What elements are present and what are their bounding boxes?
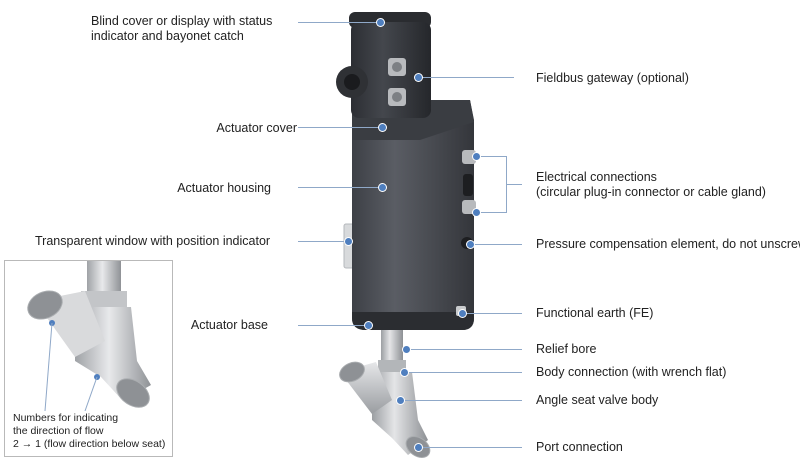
inset-caption: Numbers for indicating the direction of … — [13, 412, 166, 450]
label-body-connection: Body connection (with wrench flat) — [536, 365, 727, 379]
label-actuator-housing: Actuator housing — [177, 181, 271, 195]
marker-pressure — [466, 240, 474, 248]
leader-line-fe — [462, 313, 522, 314]
marker-blind-cover — [376, 18, 384, 26]
leader-line-actuator-housing — [298, 187, 382, 188]
label-functional-earth: Functional earth (FE) — [536, 306, 654, 320]
label-pressure-compensation: Pressure compensation element, do not un… — [536, 237, 800, 251]
leader-line-pressure — [470, 244, 522, 245]
label-fieldbus-gateway: Fieldbus gateway (optional) — [536, 71, 689, 85]
leader-line-actuator-cover — [298, 127, 382, 128]
marker-elec-2 — [472, 208, 480, 216]
actuator-housing — [352, 100, 474, 330]
marker-actuator-housing — [378, 183, 386, 191]
marker-actuator-cover — [378, 123, 386, 131]
marker-relief-bore — [402, 345, 410, 353]
label-angle-seat-valve-body: Angle seat valve body — [536, 393, 659, 407]
marker-body-connection — [400, 368, 408, 376]
marker-actuator-base — [364, 321, 372, 329]
label-port-connection: Port connection — [536, 440, 623, 454]
marker-transparent-window — [344, 237, 352, 245]
label-transparent-window: Transparent window with position indicat… — [35, 234, 271, 248]
label-actuator-cover: Actuator cover — [216, 121, 297, 135]
leader-line-body-connection — [404, 372, 522, 373]
marker-valve-body — [396, 396, 404, 404]
marker-elec-1 — [472, 152, 480, 160]
leader-line-blind-cover — [298, 22, 380, 23]
inset-valve-closeup — [27, 261, 151, 412]
leader-line-valve-body — [400, 400, 522, 401]
leader-line-actuator-base — [298, 325, 368, 326]
marker-fe — [458, 309, 466, 317]
label-electrical-connections: Electrical connections (circular plug-in… — [536, 170, 766, 199]
leader-line-fieldbus — [418, 77, 514, 78]
flow-direction-inset: Numbers for indicating the direction of … — [4, 260, 173, 457]
leader-line-elec-main — [506, 184, 522, 185]
label-actuator-base: Actuator base — [190, 318, 268, 332]
leader-line-relief-bore — [406, 349, 522, 350]
leader-line-elec-1 — [476, 156, 506, 157]
marker-fieldbus — [414, 73, 422, 81]
marker-port — [414, 443, 422, 451]
label-blind-cover: Blind cover or display with status indic… — [91, 14, 273, 43]
leader-line-port — [418, 447, 522, 448]
leader-line-elec-2 — [476, 212, 506, 213]
actuator-base — [352, 312, 474, 330]
gateway-connectors — [388, 58, 406, 106]
label-relief-bore: Relief bore — [536, 342, 597, 356]
leader-line-transparent-window — [298, 241, 348, 242]
